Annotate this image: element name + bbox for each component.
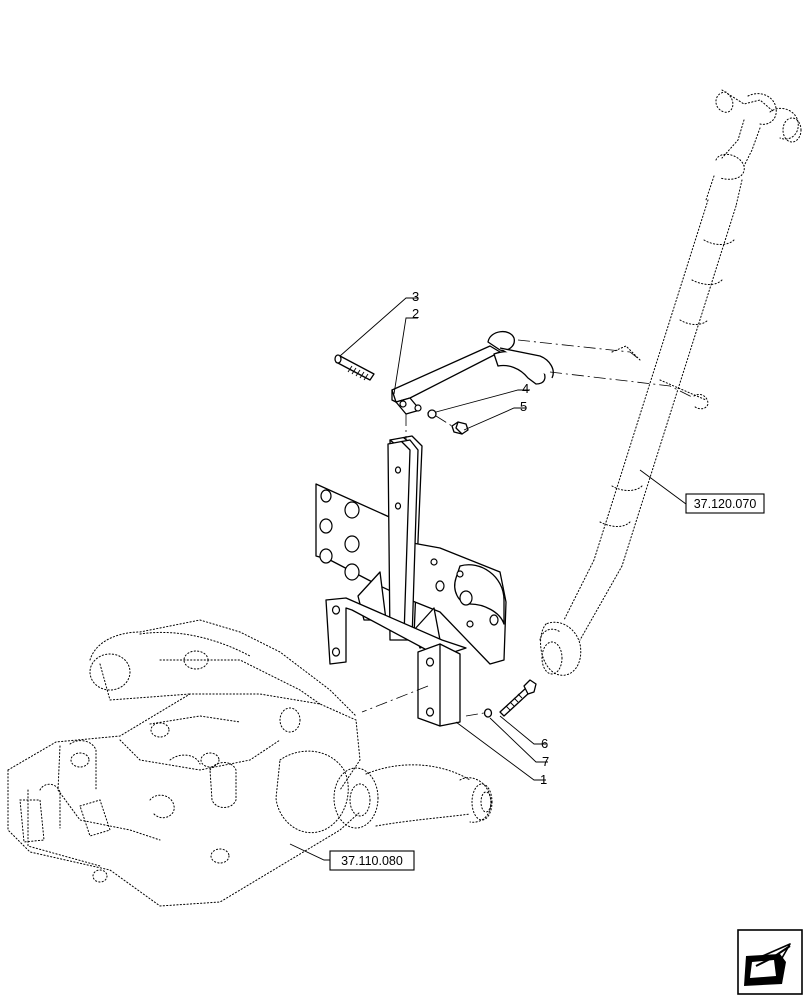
leader-lines	[289, 297, 690, 861]
callout-2: 2	[412, 306, 419, 321]
callout-3: 3	[412, 289, 419, 304]
callout-5: 5	[520, 399, 527, 414]
callout-4: 4	[522, 381, 529, 396]
clevis-link	[391, 331, 554, 415]
callout-6: 6	[541, 736, 548, 751]
bracket-assembly	[315, 435, 507, 727]
reference-lift-housing-label: 37.110.080	[341, 854, 403, 868]
assembly-centerlines	[361, 339, 695, 717]
callout-1: 1	[540, 772, 547, 787]
reference-top-link-label: 37.120.070	[694, 497, 757, 511]
lift-housing-assembly	[7, 619, 493, 907]
top-link-assembly	[539, 89, 802, 676]
bolt-6	[499, 679, 537, 717]
callout-numbers: 3 2 4 5 6 7 1	[412, 289, 549, 787]
reference-top-link[interactable]: 37.120.070	[685, 493, 765, 514]
pin-bolt-3	[334, 354, 375, 381]
arrow-back-icon[interactable]	[737, 929, 803, 995]
washer-7	[483, 708, 493, 718]
reference-lift-housing[interactable]: 37.110.080	[329, 850, 415, 871]
nut-5	[451, 421, 469, 435]
callout-7: 7	[542, 754, 549, 769]
washer-4	[427, 409, 437, 419]
